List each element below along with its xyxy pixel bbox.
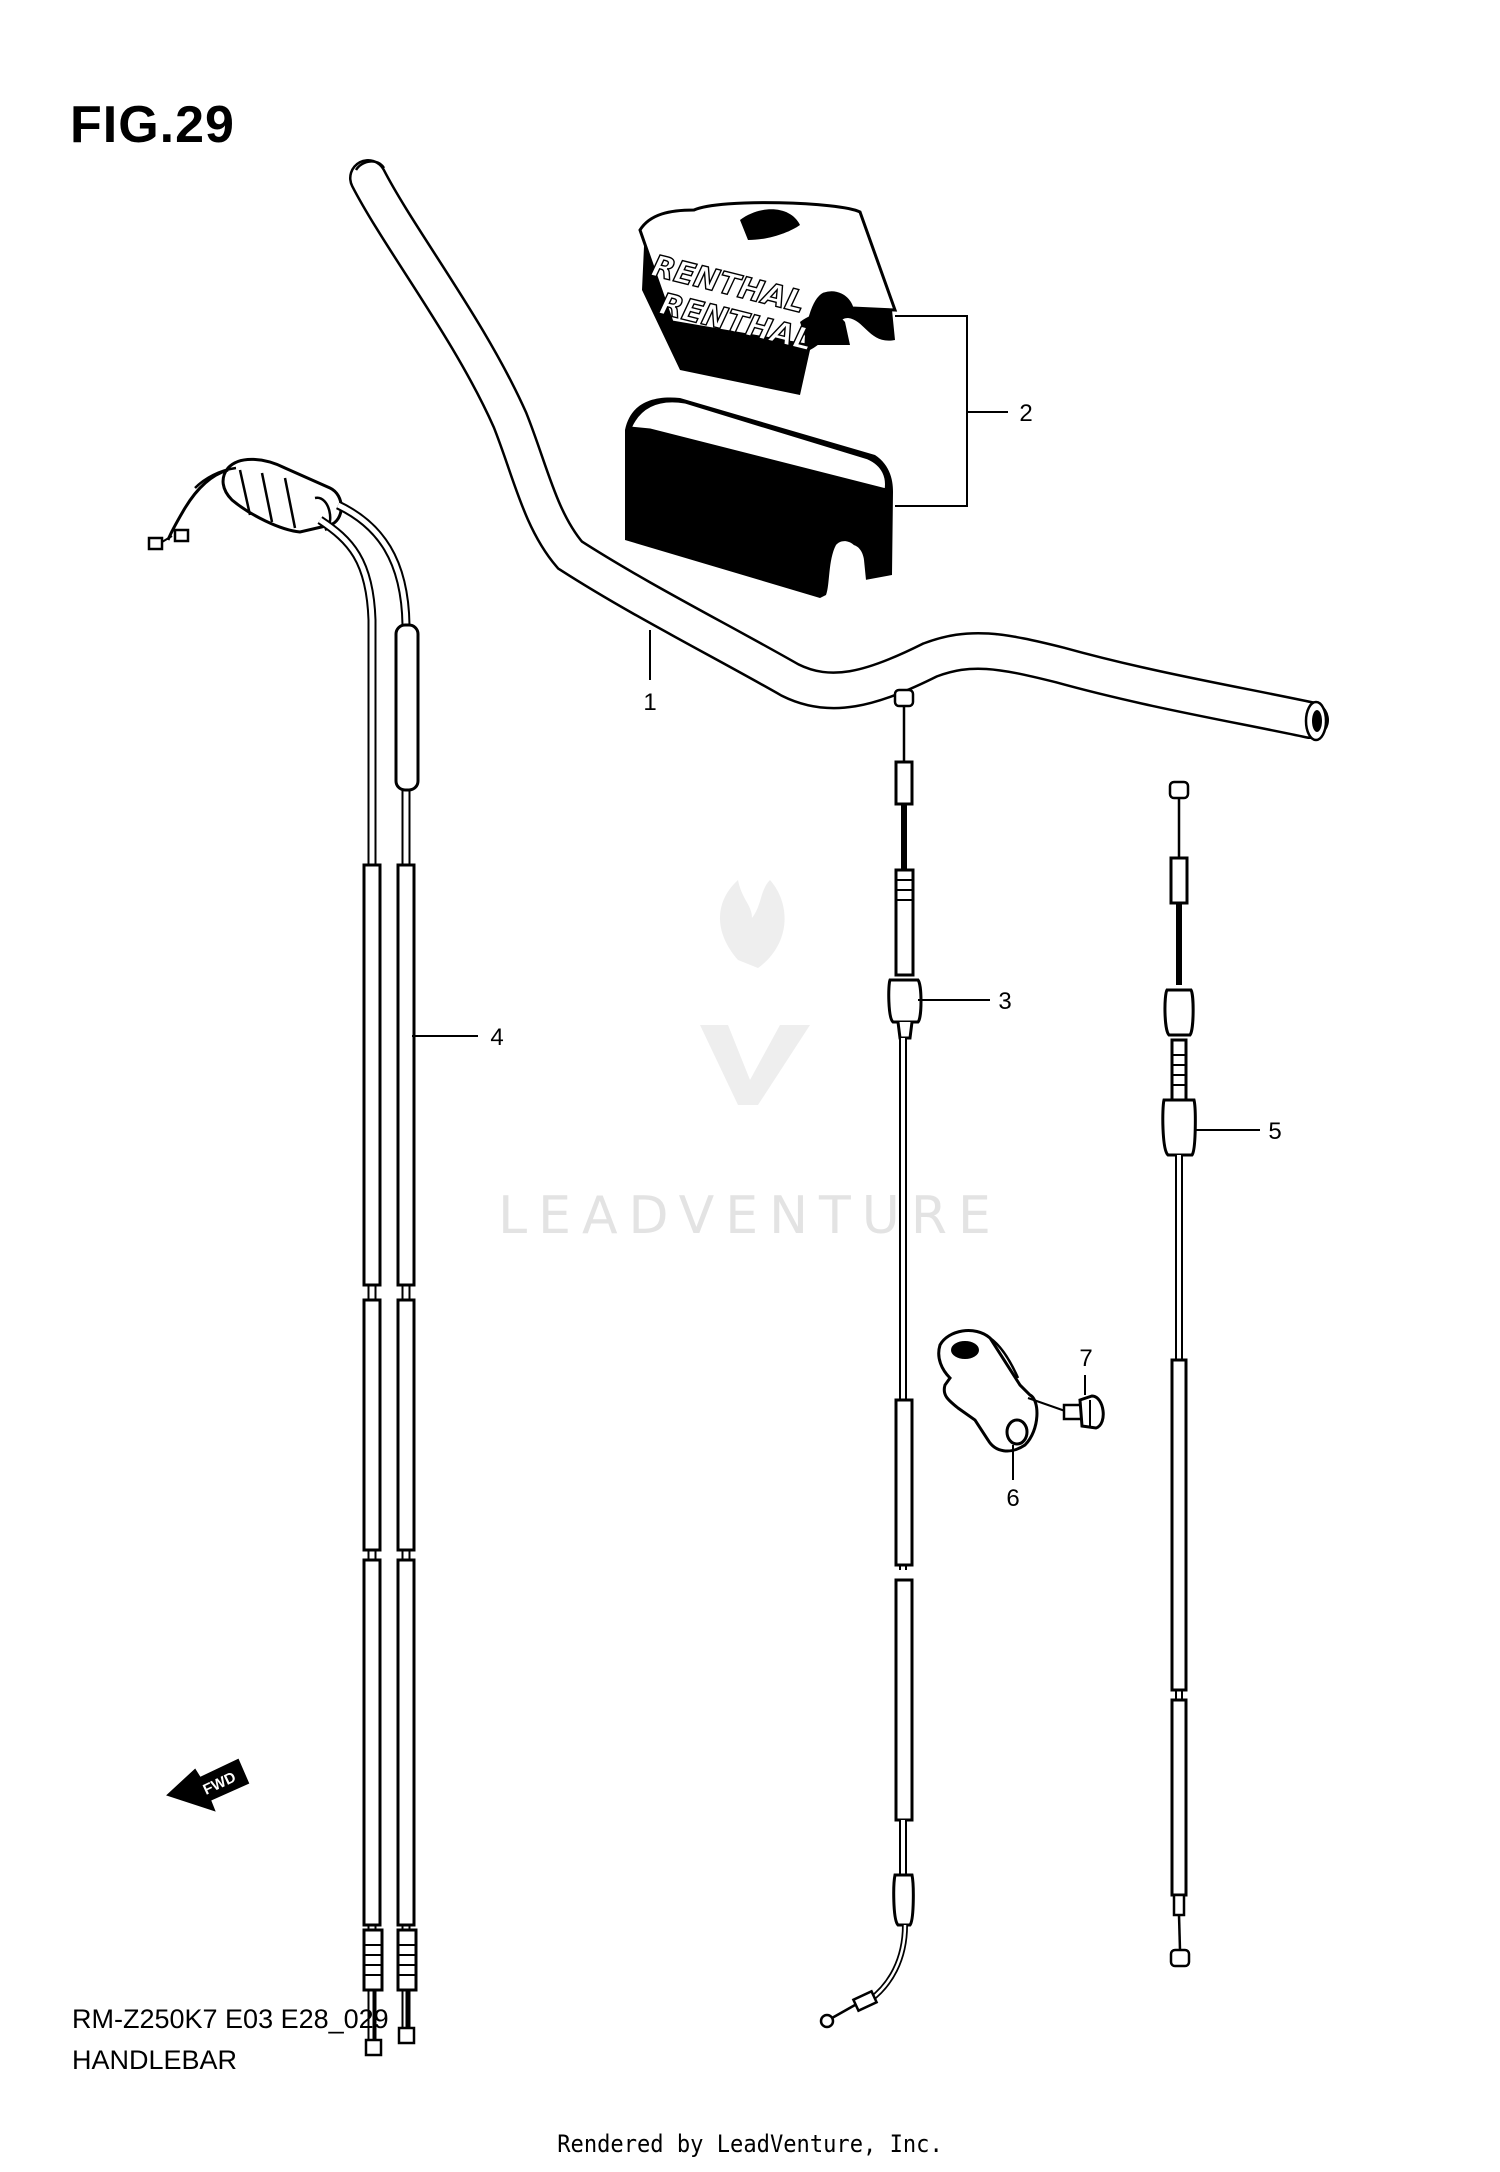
bolt	[1027, 1394, 1105, 1430]
hot-start-cable	[1161, 780, 1197, 1968]
callout-2-bracket	[895, 315, 1008, 507]
watermark-logo	[700, 880, 810, 1105]
callout-4: 4	[490, 1024, 503, 1051]
callout-1: 1	[643, 689, 656, 716]
footer-credit: Rendered by LeadVenture, Inc.	[557, 2130, 943, 2158]
callout-7: 7	[1079, 1345, 1092, 1372]
fwd-arrow-icon: FWD	[166, 1758, 250, 1812]
diagram-name: HANDLEBAR	[72, 2045, 238, 2075]
clutch-cable	[819, 688, 923, 2029]
pad-foam	[625, 397, 893, 598]
throttle-cable	[147, 457, 420, 2057]
figure-title: FIG.29	[70, 96, 235, 154]
pad-cover: RENTHAL RENTHAL	[638, 201, 898, 395]
callout-6: 6	[1006, 1485, 1019, 1512]
handlebar-holder	[937, 1329, 1039, 1453]
callout-3: 3	[998, 988, 1011, 1015]
diagram-code: RM-Z250K7 E03 E28_029	[72, 2004, 389, 2034]
watermark-text: LEADVENTURE	[498, 1186, 1002, 1246]
callout-5: 5	[1268, 1118, 1281, 1145]
handlebar	[349, 159, 1329, 742]
callout-2: 2	[1019, 400, 1032, 427]
